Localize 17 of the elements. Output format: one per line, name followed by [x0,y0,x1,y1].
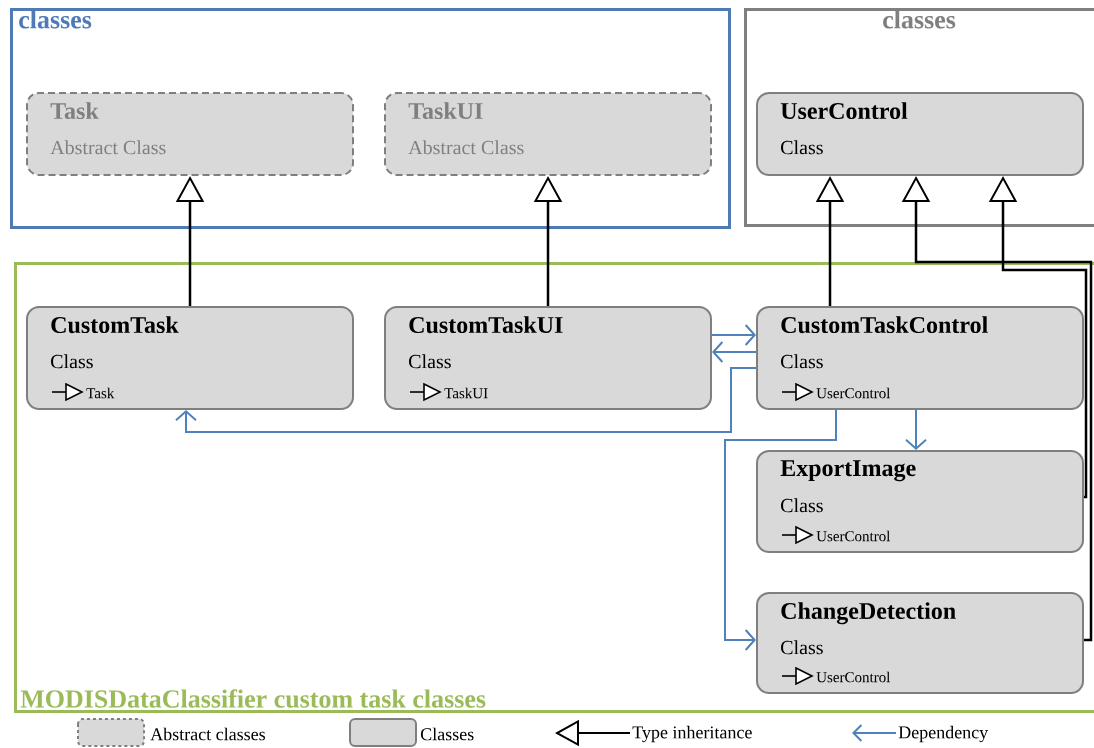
class-box: TaskUI Abstract Class [384,92,712,176]
class-box: CustomTask Class Task [26,306,354,410]
class-box: Task Abstract Class [26,92,354,176]
class-box: ExportImage Class UserControl [756,450,1084,553]
dependency-arrow [724,409,837,651]
class-box: CustomTaskUI Class TaskUI [384,306,712,410]
legend-label: Type inheritance [632,725,752,743]
dependency-arrow [711,324,756,346]
class-box: UserControl Class [756,92,1084,176]
legend-label: Dependency [898,725,989,743]
dependency-arrow [905,409,927,450]
class-box: ChangeDetection Class UserControl [756,592,1084,694]
dependency-arrow [175,367,757,433]
dependency-arrow [712,341,757,363]
legend-label: Abstract classes [150,727,266,741]
class-box: CustomTaskControl Class UserControl [756,306,1084,410]
legend-label: Classes [420,727,474,741]
